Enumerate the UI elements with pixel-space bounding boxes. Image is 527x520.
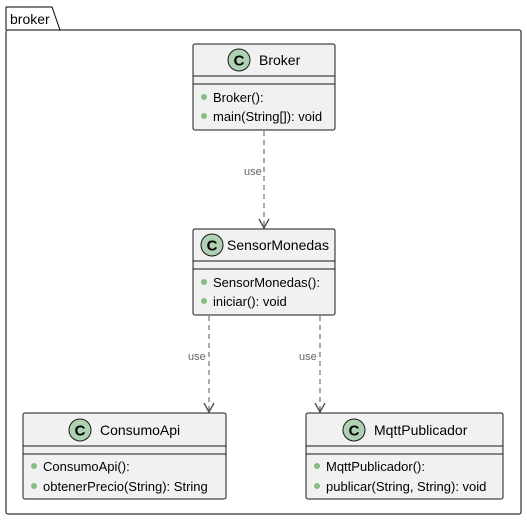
- method: main(String[]): void: [213, 109, 322, 124]
- public-method-marker: [201, 94, 207, 100]
- relation-broker-sensor: use: [244, 131, 270, 230]
- method: SensorMonedas():: [213, 275, 320, 290]
- public-method-marker: [31, 483, 37, 489]
- method: Broker():: [213, 90, 264, 105]
- relation-label: use: [299, 351, 317, 363]
- class-icon: [342, 418, 366, 442]
- package-broker: broker: [5, 6, 522, 515]
- relation-sensor-mqtt: use: [299, 316, 326, 414]
- relation-sensor-consumo: use: [188, 316, 215, 414]
- public-method-marker: [31, 463, 37, 469]
- class-name: Broker: [259, 52, 301, 68]
- public-method-marker: [314, 463, 320, 469]
- class-icon-letter: C: [75, 423, 86, 440]
- class-mqttpublicador[interactable]: C MqttPublicador MqttPublicador(): publi…: [305, 412, 504, 500]
- class-name: ConsumoApi: [100, 422, 180, 438]
- class-icon: [68, 418, 92, 442]
- public-method-marker: [201, 298, 207, 304]
- method: obtenerPrecio(String): String: [43, 479, 208, 494]
- method: iniciar(): void: [213, 294, 287, 309]
- public-method-marker: [201, 113, 207, 119]
- method: ConsumoApi():: [43, 459, 130, 474]
- package-name: broker: [10, 11, 50, 27]
- method: MqttPublicador():: [326, 459, 425, 474]
- class-icon: [200, 233, 224, 257]
- class-broker[interactable]: C Broker Broker(): main(String[]): void: [192, 43, 336, 131]
- method: publicar(String, String): void: [326, 479, 486, 494]
- class-icon: [227, 48, 251, 72]
- class-consumoapi[interactable]: C ConsumoApi ConsumoApi(): obtenerPrecio…: [22, 412, 227, 500]
- class-icon-letter: C: [207, 238, 218, 255]
- public-method-marker: [314, 483, 320, 489]
- class-icon-letter: C: [234, 53, 245, 70]
- class-name: MqttPublicador: [374, 422, 468, 438]
- class-name: SensorMonedas: [227, 237, 329, 253]
- class-icon-letter: C: [349, 423, 360, 440]
- relation-label: use: [244, 166, 262, 178]
- relation-label: use: [188, 351, 206, 363]
- public-method-marker: [201, 279, 207, 285]
- class-sensormonedas[interactable]: C SensorMonedas SensorMonedas(): iniciar…: [192, 228, 336, 316]
